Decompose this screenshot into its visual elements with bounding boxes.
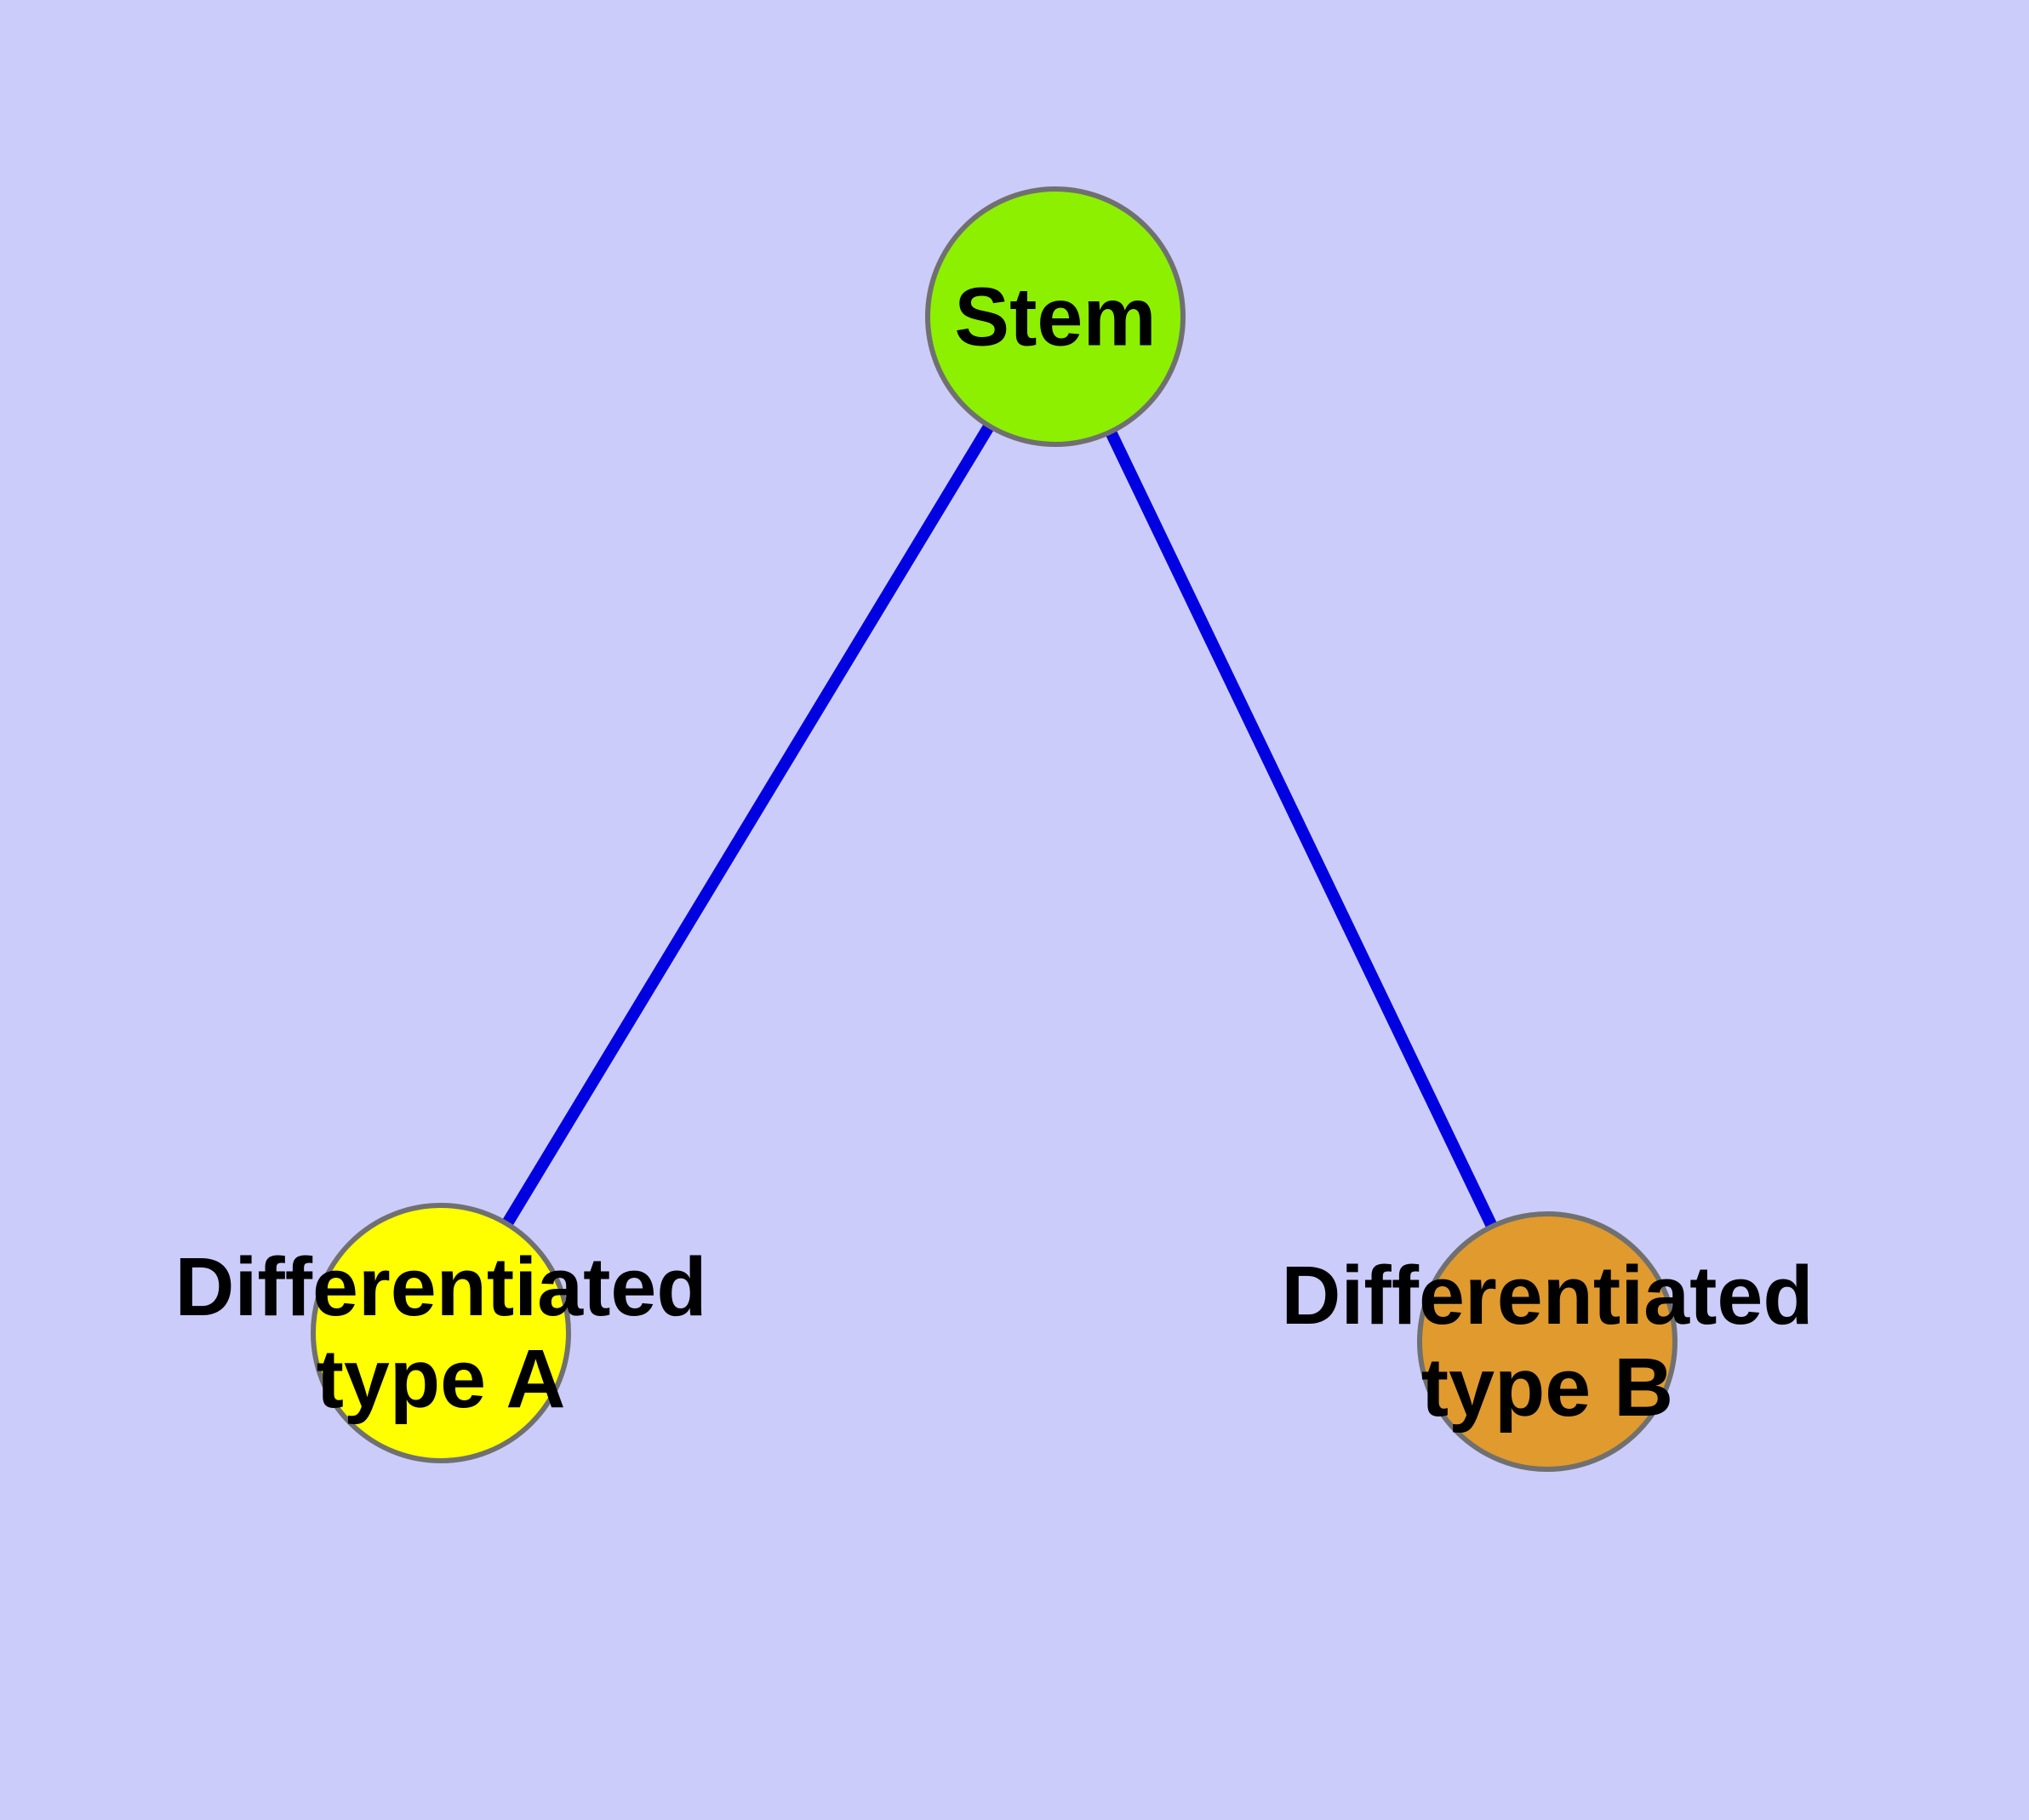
edge-stem-to-diff-b[interactable] — [1049, 313, 1553, 1345]
edge-layer — [436, 313, 1553, 1345]
node-circle-stem[interactable] — [925, 186, 1186, 447]
edge-stem-to-diff-a[interactable] — [436, 313, 1060, 1336]
node-circle-diff-a[interactable] — [311, 1203, 571, 1463]
node-layer — [311, 186, 1677, 1472]
node-circle-diff-b[interactable] — [1417, 1211, 1677, 1472]
